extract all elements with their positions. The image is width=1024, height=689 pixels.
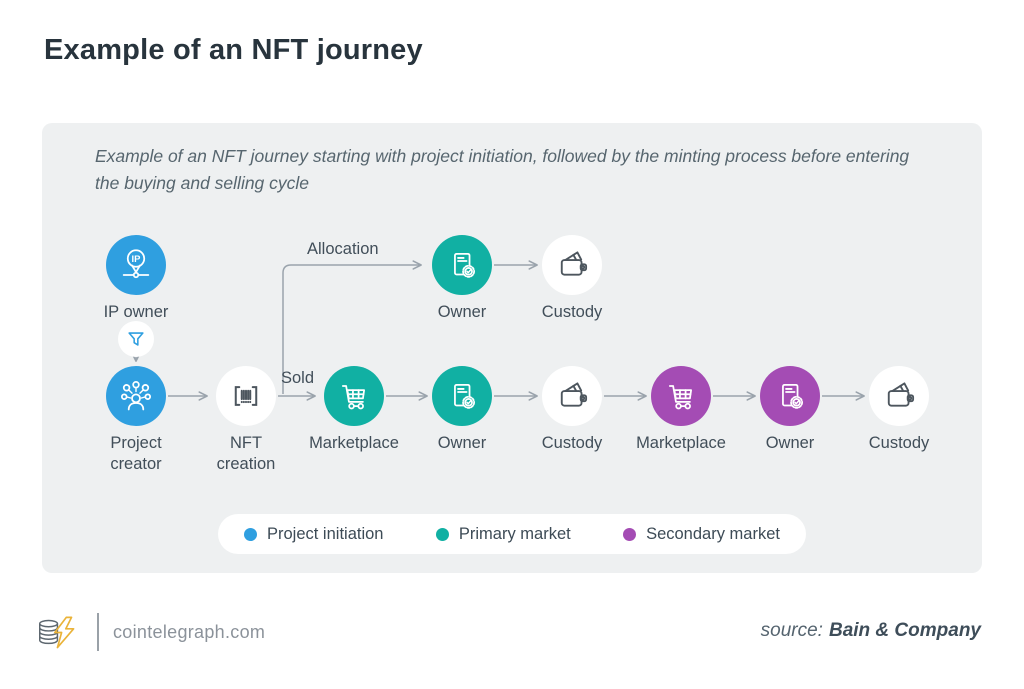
funnel-icon bbox=[118, 321, 154, 357]
ip-pin-icon: IP bbox=[106, 235, 166, 295]
shopping-cart-icon bbox=[324, 366, 384, 426]
people-network-icon bbox=[106, 366, 166, 426]
legend-item-secondary-market: Secondary market bbox=[623, 525, 780, 544]
node-label: Custody bbox=[541, 303, 603, 321]
flow-node-custody-primary: Custody bbox=[512, 366, 632, 454]
wallet-icon bbox=[869, 366, 929, 426]
footer-divider bbox=[97, 613, 99, 651]
legend-label: Primary market bbox=[458, 524, 571, 543]
edge-label-sold: Sold bbox=[281, 369, 315, 387]
svg-text:IP: IP bbox=[132, 253, 141, 264]
node-label: Custody bbox=[541, 434, 603, 452]
barcode-icon bbox=[216, 366, 276, 426]
wallet-icon bbox=[542, 366, 602, 426]
node-label: Custody bbox=[868, 434, 930, 452]
flow-node-marketplace-secondary: Marketplace bbox=[621, 366, 741, 454]
flow-connectors bbox=[131, 260, 865, 401]
legend-item-project-initiation: Project initiation bbox=[244, 525, 383, 544]
legend-label: Project initiation bbox=[267, 524, 384, 543]
flow-node-allocation-custody: Custody bbox=[512, 235, 632, 323]
legend-pill: Project initiation Primary market Second… bbox=[218, 514, 806, 554]
node-label: Owner bbox=[437, 434, 487, 452]
node-label: Owner bbox=[437, 303, 487, 321]
flow-node-project-creator: Project creator bbox=[76, 366, 196, 475]
node-label: Marketplace bbox=[309, 434, 399, 452]
legend-item-primary-market: Primary market bbox=[435, 524, 571, 544]
site-url: cointelegraph.com bbox=[113, 622, 266, 642]
certificate-document-icon bbox=[432, 366, 492, 426]
legend-dot-blue bbox=[244, 527, 257, 541]
source-attribution: source:Bain & Company bbox=[761, 620, 981, 642]
legend-label: Secondary market bbox=[646, 524, 780, 543]
cointelegraph-logo-icon bbox=[39, 616, 75, 649]
footer: cointelegraph.com source:Bain & Company bbox=[0, 600, 1024, 670]
flow-node-custody-secondary: Custody bbox=[839, 366, 959, 454]
node-label: NFT creation bbox=[216, 434, 276, 474]
flow-node-allocation-owner: Owner bbox=[402, 235, 522, 323]
edge-allocation bbox=[282, 260, 422, 394]
legend-dot-purple bbox=[623, 527, 637, 541]
diagram-panel: Example of an NFT journey starting with … bbox=[42, 123, 982, 573]
edge-label-allocation: Allocation bbox=[307, 240, 379, 258]
page-title: Example of an NFT journey bbox=[44, 34, 423, 66]
flow-node-nft-creation: NFT creation bbox=[186, 366, 306, 475]
node-label: Marketplace bbox=[636, 434, 726, 452]
flow-node-owner-primary: Owner bbox=[402, 366, 522, 454]
certificate-document-icon bbox=[760, 366, 820, 426]
flow-node-owner-secondary: Owner bbox=[730, 366, 850, 454]
wallet-icon bbox=[542, 235, 602, 295]
shopping-cart-icon bbox=[651, 366, 711, 426]
diagram-description: Example of an NFT journey starting with … bbox=[95, 146, 910, 194]
certificate-document-icon bbox=[432, 235, 492, 295]
node-label: IP owner bbox=[103, 303, 169, 321]
node-label: Owner bbox=[765, 434, 815, 452]
legend-dot-teal bbox=[435, 527, 449, 541]
flow-node-ip-owner: IP IP owner bbox=[76, 235, 196, 323]
source-name: Bain & Company bbox=[828, 620, 981, 641]
flow-node-marketplace-primary: Marketplace bbox=[294, 366, 414, 454]
source-prefix: source: bbox=[760, 620, 823, 641]
node-label: Project creator bbox=[110, 434, 162, 474]
